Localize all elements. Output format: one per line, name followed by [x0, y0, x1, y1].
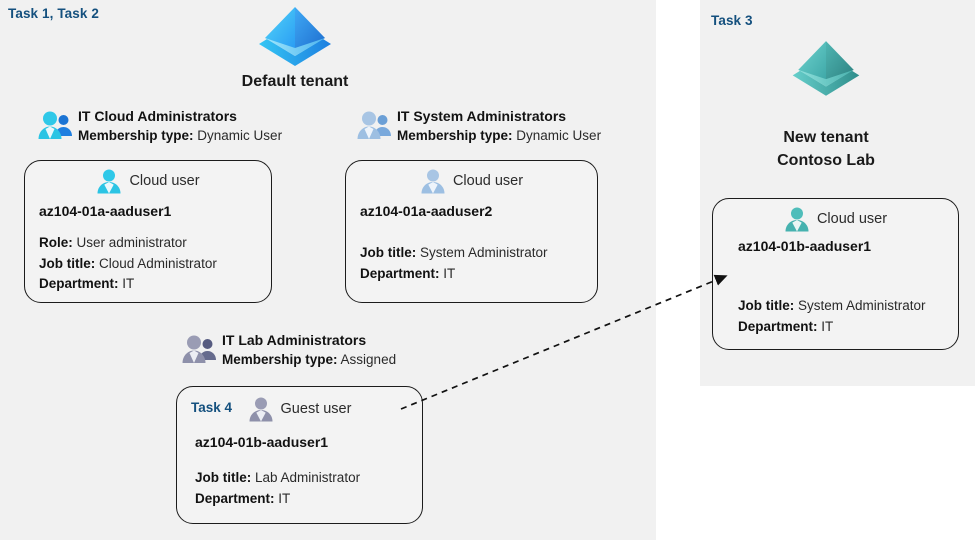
membership-label: Membership type: [222, 352, 338, 368]
attribute-row: Department: IT [360, 264, 597, 285]
card-user-name: az104-01b-aaduser1 [738, 238, 872, 254]
user-card-az104-01a-aaduser1[interactable]: Cloud user az104-01a-aaduser1 Role: User… [24, 160, 272, 303]
user-card-az104-01b-aaduser1-cloud[interactable]: Cloud user az104-01b-aaduser1 Job title:… [712, 198, 959, 350]
new-tenant-name-line2: Contoso Lab [777, 152, 875, 170]
card-user-type: Cloud user [346, 161, 597, 194]
membership-value: Dynamic User [197, 128, 283, 144]
task-label-4: Task 4 [191, 400, 233, 415]
card-user-type: Task 4 Guest user [177, 387, 422, 422]
group-name: IT System Administrators [397, 108, 567, 124]
attribute-label: Role: [39, 235, 73, 250]
users-group-icon [357, 110, 391, 140]
group-membership: Membership type: Dynamic User [78, 126, 282, 146]
attribute-row: Job title: Cloud Administrator [39, 254, 271, 275]
group-name: IT Lab Administrators [222, 332, 367, 348]
attribute-value: IT [821, 318, 834, 334]
users-group-icon [182, 334, 216, 364]
group-name: IT Cloud Administrators [78, 108, 237, 124]
attribute-label: Job title: [195, 470, 252, 485]
card-user-name: az104-01a-aaduser2 [360, 203, 493, 219]
group-membership: Membership type: Assigned [222, 350, 396, 370]
membership-value: Assigned [340, 352, 397, 368]
cloud-user-icon [784, 206, 810, 232]
attribute-label: Department: [360, 265, 440, 281]
attribute-value: System Administrator [420, 245, 548, 260]
attribute-row: Job title: System Administrator [360, 243, 597, 264]
user-card-az104-01b-aaduser1-guest[interactable]: Task 4 Guest user az104-01b-aaduser1 Job… [176, 386, 423, 524]
attribute-row: Department: IT [738, 317, 958, 338]
card-attributes: Job title: Lab Administrator Department:… [177, 450, 422, 509]
attribute-row: Role: User administrator [39, 233, 271, 254]
azure-tenant-pyramid-icon [789, 38, 863, 98]
attribute-value: IT [278, 490, 291, 506]
attribute-row: Department: IT [39, 274, 271, 295]
attribute-row: Job title: Lab Administrator [195, 468, 422, 489]
attribute-label: Department: [738, 318, 818, 334]
card-user-type: Cloud user [25, 161, 271, 194]
membership-label: Membership type: [397, 128, 513, 144]
attribute-value: IT [122, 276, 135, 292]
attribute-label: Job title: [39, 255, 96, 271]
card-user-type: Cloud user [713, 199, 958, 232]
attribute-label: Department: [195, 490, 275, 506]
user-card-az104-01a-aaduser2[interactable]: Cloud user az104-01a-aaduser2 Job title:… [345, 160, 598, 303]
group-it-system-administrators: IT System Administrators Membership type… [357, 106, 601, 147]
attribute-label: Job title: [360, 245, 417, 260]
card-user-name: az104-01a-aaduser1 [39, 203, 172, 219]
card-user-type-label: Cloud user [816, 211, 888, 227]
users-group-icon [38, 110, 72, 140]
card-user-type-label: Cloud user [452, 173, 524, 189]
attribute-label: Job title: [738, 298, 795, 313]
new-tenant-name: New tenant Contoso Lab [726, 126, 926, 172]
group-membership: Membership type: Dynamic User [397, 126, 601, 146]
card-attributes: Role: User administrator Job title: Clou… [25, 219, 271, 295]
card-user-type-label: Cloud user [129, 173, 200, 189]
attribute-row: Job title: System Administrator [738, 296, 958, 317]
attribute-value: User administrator [76, 235, 187, 250]
card-attributes: Job title: System Administrator Departme… [713, 254, 958, 337]
guest-user-icon [248, 396, 274, 422]
card-user-name: az104-01b-aaduser1 [195, 434, 329, 450]
cloud-user-icon [96, 168, 122, 194]
attribute-value: Cloud Administrator [99, 255, 217, 271]
group-it-cloud-administrators: IT Cloud Administrators Membership type:… [38, 106, 282, 147]
group-it-lab-administrators: IT Lab Administrators Membership type: A… [182, 330, 396, 371]
azure-tenant-pyramid-icon [255, 4, 335, 68]
attribute-label: Department: [39, 276, 119, 292]
attribute-row: Department: IT [195, 489, 422, 510]
attribute-value: IT [443, 265, 456, 281]
task-label-1-2: Task 1, Task 2 [8, 6, 99, 21]
card-attributes: Job title: System Administrator Departme… [346, 219, 597, 284]
task-label-3: Task 3 [711, 13, 753, 28]
new-tenant-name-line1: New tenant [783, 129, 869, 146]
cloud-user-icon [420, 168, 446, 194]
attribute-value: Lab Administrator [255, 470, 361, 485]
default-tenant-name: Default tenant [241, 73, 349, 90]
card-user-type-label: Guest user [280, 401, 352, 417]
membership-label: Membership type: [78, 128, 194, 144]
membership-value: Dynamic User [516, 128, 602, 144]
attribute-value: System Administrator [798, 298, 926, 313]
